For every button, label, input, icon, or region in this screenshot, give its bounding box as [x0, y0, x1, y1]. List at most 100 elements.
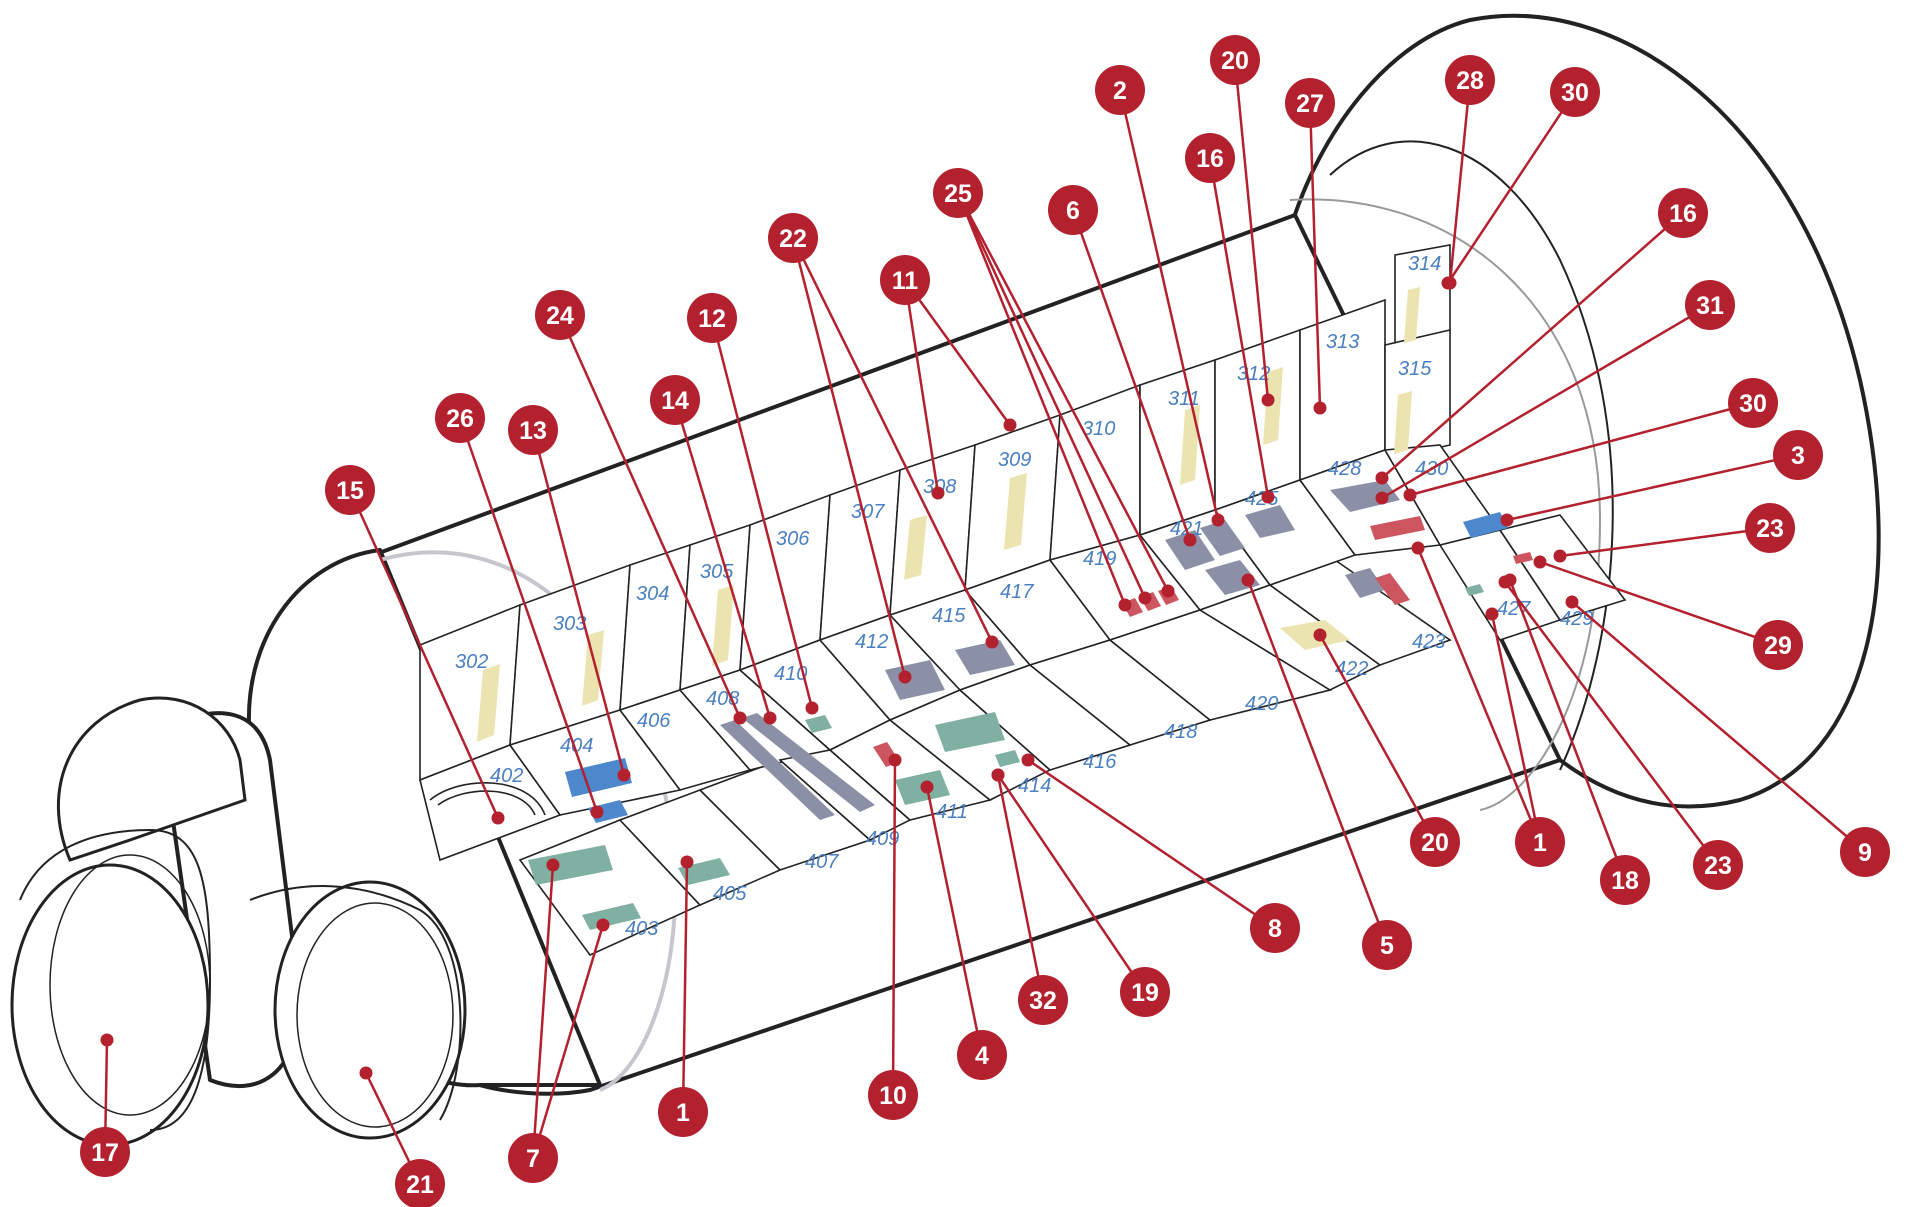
- callout-badge-circle: [957, 1030, 1007, 1080]
- callout-badge-28: 28: [1445, 55, 1495, 105]
- label-419: 419: [1083, 548, 1116, 570]
- callout-target-dot: [491, 811, 505, 825]
- callout-badge-10: 10: [868, 1070, 918, 1120]
- label-310: 310: [1082, 418, 1115, 440]
- storage-303: [582, 630, 604, 706]
- callout-badge-29: 29: [1753, 620, 1803, 670]
- callout-badge-1: 1: [658, 1087, 708, 1137]
- callout-target-dot: [546, 858, 560, 872]
- callout-badge-number: 25: [944, 180, 972, 208]
- rack-panel-312: [1214, 328, 1301, 512]
- callout-badge-circle: [658, 1087, 708, 1137]
- callout-badge-circle: [435, 393, 485, 443]
- callout-leader-line: [1448, 79, 1472, 284]
- label-403: 403: [625, 918, 658, 940]
- callout-badge-3: 3: [1773, 430, 1823, 480]
- callout-target-dot: [1161, 584, 1175, 598]
- callout-badge-number: 6: [1066, 197, 1080, 225]
- label-404: 404: [560, 735, 593, 757]
- callout-badge-32: 32: [1018, 975, 1068, 1025]
- callout-leader-line: [1416, 547, 1542, 843]
- callout-badge-number: 15: [336, 477, 364, 505]
- callout-leader-line: [1490, 613, 1542, 843]
- callout-badge-19: 19: [1120, 967, 1170, 1017]
- callout-badge-circle: [933, 168, 983, 218]
- callout-badge-number: 1: [676, 1099, 690, 1127]
- adapter-17-collar: [19, 828, 212, 1131]
- callout-badge-2: 2: [1095, 65, 1145, 115]
- callout-badge-circle: [1745, 503, 1795, 553]
- callout-badge-31: 31: [1685, 280, 1735, 330]
- callout-leader-line: [681, 861, 689, 1113]
- callout-target-dot: [1003, 418, 1017, 432]
- callout-target-dot: [1241, 573, 1255, 587]
- storage-314: [1404, 287, 1420, 343]
- callout-target-dot: [1313, 628, 1327, 642]
- callout-target-dot: [991, 768, 1005, 782]
- callout-badge-circle: [1753, 620, 1803, 670]
- callout-leader-line: [1318, 634, 1437, 843]
- callout-leader-line: [1381, 303, 1711, 500]
- label-416: 416: [1083, 751, 1117, 773]
- adapter-21: [273, 880, 467, 1140]
- label-415: 415: [932, 605, 966, 627]
- callout-leader-line: [1446, 91, 1577, 284]
- callout-badge-number: 19: [1131, 979, 1159, 1007]
- callout-badge-circle: [535, 290, 585, 340]
- callout-target-dot: [920, 780, 934, 794]
- callout-badge-circle: [880, 255, 930, 305]
- storage-315: [1394, 391, 1412, 454]
- label-402: 402: [490, 765, 523, 787]
- callout-badge-circle: [1693, 840, 1743, 890]
- callout-badge-number: 12: [698, 305, 726, 333]
- aft-cone-inner: [1329, 140, 1614, 771]
- storage-302: [477, 664, 500, 742]
- label-311: 311: [1168, 388, 1200, 410]
- callout-badge-27: 27: [1285, 78, 1335, 128]
- callout-badge-number: 20: [1221, 47, 1249, 75]
- callout-badge-7: 7: [508, 1133, 558, 1183]
- callout-target-dot: [985, 635, 999, 649]
- callout-badge-21: 21: [395, 1159, 445, 1207]
- callout-leader-line: [891, 759, 897, 1096]
- callout-badges: 1123456789101112131415161617181920202122…: [80, 35, 1890, 1207]
- callout-badge-5: 5: [1362, 920, 1412, 970]
- floor-402-hatch: [429, 782, 546, 816]
- callout-badge-number: 24: [546, 302, 574, 330]
- callout-badge-circle: [1120, 967, 1170, 1017]
- callout-badge-circle: [1048, 185, 1098, 235]
- callout-target-dot: [1375, 491, 1389, 505]
- label-411: 411: [936, 801, 968, 823]
- callout-badge-16: 16: [1658, 188, 1708, 238]
- callout-badge-number: 30: [1739, 390, 1767, 418]
- callout-badge-number: 16: [1196, 145, 1224, 173]
- callout-target-dot: [763, 711, 777, 725]
- callout-badge-circle: [1018, 975, 1068, 1025]
- callout-badge-number: 21: [406, 1171, 434, 1199]
- callout-target-dot: [888, 753, 902, 767]
- adapter-21-rim: [296, 902, 454, 1128]
- label-412: 412: [855, 631, 888, 653]
- callout-leader-line: [558, 314, 742, 719]
- callout-badge-circle: [1095, 65, 1145, 115]
- storage-312: [1263, 367, 1283, 445]
- callout-badge-circle: [80, 1127, 130, 1177]
- callout-badge-number: 30: [1561, 79, 1589, 107]
- callout-badge-17: 17: [80, 1127, 130, 1177]
- equip-404a: [565, 758, 632, 797]
- module-labels: 302 303 304 305 306 307 308 309 310 311 …: [455, 253, 1593, 940]
- callout-badge-25: 25: [933, 168, 983, 218]
- storage-305: [712, 585, 734, 666]
- callout-badge-number: 9: [1858, 839, 1872, 867]
- callout-leader-line: [925, 786, 984, 1056]
- callout-badge-circle: [1840, 827, 1890, 877]
- callout-leader-line: [673, 399, 772, 719]
- callout-badge-23: 23: [1745, 503, 1795, 553]
- callout-leader-line: [458, 417, 599, 813]
- callout-leader-line: [1504, 581, 1719, 866]
- callout-badge-number: 32: [1029, 987, 1057, 1015]
- callout-badge-number: 29: [1764, 632, 1792, 660]
- callout-leader-line: [1381, 212, 1684, 479]
- callout-target-dot: [617, 768, 631, 782]
